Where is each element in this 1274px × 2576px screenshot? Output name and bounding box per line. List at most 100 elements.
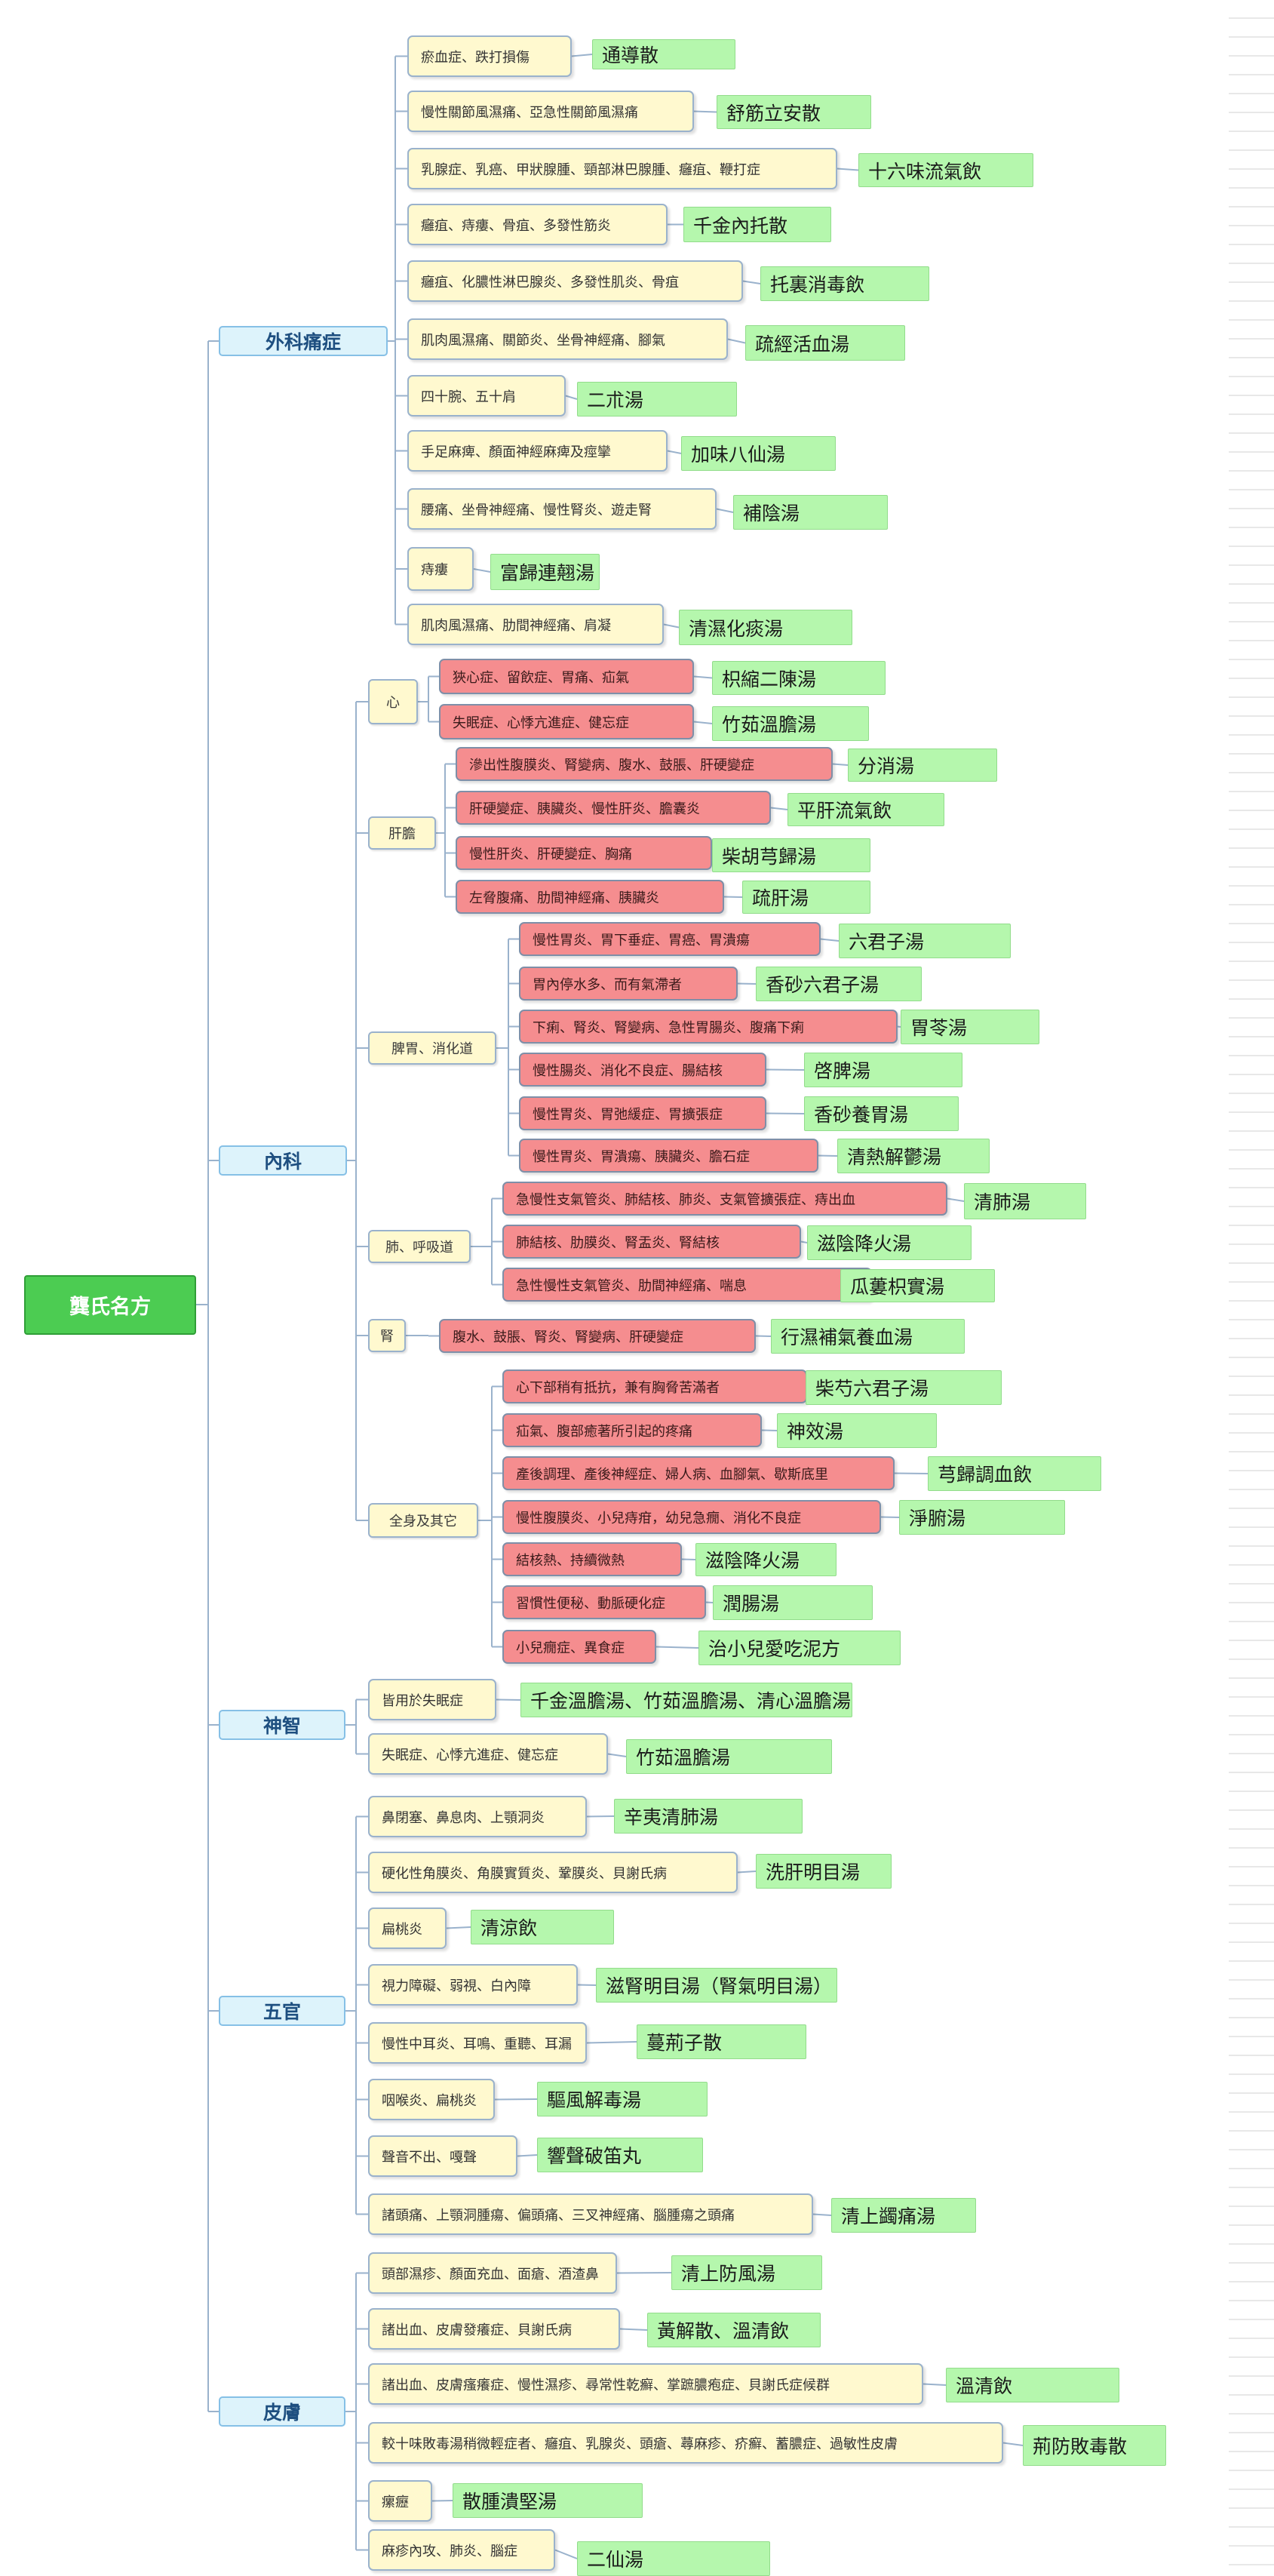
condition-box[interactable]: 癰疽、化膿性淋巴腺炎、多發性肌炎、骨疽 xyxy=(407,260,743,302)
remedy-box[interactable]: 散腫潰堅湯 xyxy=(453,2483,643,2518)
group-liver-gallbladder[interactable]: 肝膽 xyxy=(368,816,436,850)
remedy-box[interactable]: 滋腎明目湯（腎氣明目湯） xyxy=(596,1968,837,2003)
remedy-box[interactable]: 滋陰降火湯 xyxy=(807,1225,972,1260)
condition-box[interactable]: 硬化性角膜炎、角膜實質炎、鞏膜炎、貝謝氏病 xyxy=(368,1852,738,1893)
remedy-box[interactable]: 行濕補氣養血湯 xyxy=(771,1319,965,1354)
root-node[interactable]: 龔氏名方 xyxy=(24,1275,196,1335)
condition-box[interactable]: 滲出性腹膜炎、腎變病、腹水、鼓脹、肝硬變症 xyxy=(456,747,833,781)
remedy-box[interactable]: 芎歸調血飲 xyxy=(928,1456,1101,1491)
condition-box[interactable]: 習慣性便秘、動脈硬化症 xyxy=(502,1585,706,1619)
remedy-box[interactable]: 竹茹溫膽湯 xyxy=(626,1739,832,1774)
condition-box[interactable]: 麻疹內攻、肺炎、腦症 xyxy=(368,2529,555,2571)
remedy-box[interactable]: 啓脾湯 xyxy=(804,1053,962,1087)
remedy-box[interactable]: 柴胡芎歸湯 xyxy=(712,838,870,872)
remedy-box[interactable]: 十六味流氣飲 xyxy=(858,153,1033,187)
condition-box[interactable]: 視力障礙、弱視、白內障 xyxy=(368,1964,578,2006)
remedy-box[interactable]: 神效湯 xyxy=(777,1413,937,1448)
remedy-box[interactable]: 舒筋立安散 xyxy=(717,95,871,129)
condition-box[interactable]: 失眠症、心悸亢進症、健忘症 xyxy=(439,704,694,739)
remedy-box[interactable]: 滋陰降火湯 xyxy=(695,1543,837,1576)
condition-box[interactable]: 產後調理、產後神經症、婦人病、血腳氣、歇斯底里 xyxy=(502,1456,895,1490)
group-whole-body-other[interactable]: 全身及其它 xyxy=(368,1503,478,1538)
condition-box[interactable]: 失眠症、心悸亢進症、健忘症 xyxy=(368,1733,608,1775)
condition-box[interactable]: 皆用於失眠症 xyxy=(368,1679,496,1720)
condition-box[interactable]: 四十腕、五十肩 xyxy=(407,375,566,417)
remedy-box[interactable]: 洗肝明目湯 xyxy=(756,1854,892,1889)
remedy-box[interactable]: 清熱解鬱湯 xyxy=(837,1139,990,1173)
condition-box[interactable]: 急慢性支氣管炎、肺結核、肺炎、支氣管擴張症、痔出血 xyxy=(502,1182,947,1216)
remedy-box[interactable]: 黃解散、溫清飲 xyxy=(647,2313,821,2347)
condition-box[interactable]: 狹心症、留飲症、胃痛、疝氣 xyxy=(439,659,694,694)
condition-box[interactable]: 心下部稍有抵抗，兼有胸脅苦滿者 xyxy=(502,1369,807,1403)
remedy-box[interactable]: 蔓荊子散 xyxy=(637,2024,806,2059)
condition-box[interactable]: 結核熱、持續微熱 xyxy=(502,1542,682,1576)
remedy-box[interactable]: 胃苓湯 xyxy=(901,1010,1039,1044)
condition-box[interactable]: 肺結核、肋膜炎、腎盂炎、腎結核 xyxy=(502,1225,801,1259)
condition-box[interactable]: 小兒癇症、異食症 xyxy=(502,1630,656,1664)
condition-box[interactable]: 慢性腸炎、消化不良症、腸結核 xyxy=(519,1053,766,1087)
group-spleen-stomach[interactable]: 脾胃、消化道 xyxy=(368,1031,496,1065)
remedy-box[interactable]: 響聲破笛丸 xyxy=(537,2138,703,2172)
condition-box[interactable]: 慢性腹膜炎、小兒痔疳，幼兒急癇、消化不良症 xyxy=(502,1500,881,1534)
remedy-box[interactable]: 潤腸湯 xyxy=(713,1585,873,1620)
group-kidney[interactable]: 腎 xyxy=(368,1319,406,1352)
remedy-box[interactable]: 清肺湯 xyxy=(964,1183,1086,1219)
remedy-box[interactable]: 富歸連翹湯 xyxy=(490,554,600,590)
category-surgery-pain[interactable]: 外科痛症 xyxy=(219,326,388,356)
condition-box[interactable]: 慢性中耳炎、耳鳴、重聽、耳漏 xyxy=(368,2022,587,2064)
remedy-box[interactable]: 千金內托散 xyxy=(683,207,831,242)
condition-box[interactable]: 肝硬變症、胰臟炎、慢性肝炎、膽囊炎 xyxy=(456,791,771,825)
remedy-box[interactable]: 分消湯 xyxy=(848,749,997,782)
remedy-box[interactable]: 清上蠲痛湯 xyxy=(831,2198,976,2233)
condition-box[interactable]: 慢性胃炎、胃潰瘍、胰臟炎、膽石症 xyxy=(519,1139,818,1173)
remedy-box[interactable]: 治小兒愛吃泥方 xyxy=(698,1631,901,1665)
condition-box[interactable]: 鼻閉塞、鼻息肉、上顎洞炎 xyxy=(368,1796,587,1837)
condition-box[interactable]: 慢性關節風濕痛、亞急性關節風濕痛 xyxy=(407,91,694,132)
remedy-box[interactable]: 枳縮二陳湯 xyxy=(712,661,886,695)
remedy-box[interactable]: 竹茹溫膽湯 xyxy=(712,706,869,741)
remedy-box[interactable]: 溫清飲 xyxy=(946,2368,1119,2402)
group-lung-respiratory[interactable]: 肺、呼吸道 xyxy=(368,1230,471,1263)
remedy-box[interactable]: 托裏消毒飲 xyxy=(760,266,929,301)
remedy-box[interactable]: 香砂養胃湯 xyxy=(804,1096,959,1131)
remedy-box[interactable]: 疏經活血湯 xyxy=(745,325,905,361)
remedy-box[interactable]: 淨腑湯 xyxy=(899,1500,1065,1535)
condition-box[interactable]: 左脅腹痛、肋間神經痛、胰臟炎 xyxy=(456,880,724,914)
condition-box[interactable]: 諸出血、皮膚瘙癢症、慢性濕疹、尋常性乾癬、掌蹠膿疱症、貝謝氏症候群 xyxy=(368,2363,923,2405)
condition-box[interactable]: 癰疽、痔瘻、骨疽、多發性筋炎 xyxy=(407,204,668,245)
remedy-box[interactable]: 二仙湯 xyxy=(577,2541,770,2576)
condition-box[interactable]: 手足麻痺、顏面神經麻痺及痙攣 xyxy=(407,430,668,472)
condition-box[interactable]: 肌肉風濕痛、肋間神經痛、肩凝 xyxy=(407,604,664,645)
condition-box[interactable]: 聲音不出、嘎聲 xyxy=(368,2135,517,2177)
condition-box[interactable]: 慢性胃炎、胃下垂症、胃癌、胃潰瘍 xyxy=(519,922,821,956)
group-heart[interactable]: 心 xyxy=(368,679,418,724)
remedy-box[interactable]: 加味八仙湯 xyxy=(681,436,836,471)
condition-box[interactable]: 胃內停水多、而有氣滯者 xyxy=(519,967,738,1001)
condition-box[interactable]: 下痢、腎炎、腎變病、急性胃腸炎、腹痛下痢 xyxy=(519,1010,898,1044)
category-internal-medicine[interactable]: 內科 xyxy=(219,1145,347,1176)
condition-box[interactable]: 痔瘻 xyxy=(407,547,474,591)
condition-box[interactable]: 諸出血、皮膚發癢症、貝謝氏病 xyxy=(368,2308,620,2350)
remedy-box[interactable]: 辛夷清肺湯 xyxy=(614,1799,803,1834)
category-five-senses[interactable]: 五官 xyxy=(219,1996,345,2026)
remedy-box[interactable]: 清涼飲 xyxy=(471,1910,614,1944)
condition-box[interactable]: 頭部濕疹、顏面充血、面瘡、酒渣鼻 xyxy=(368,2252,617,2294)
remedy-box[interactable]: 香砂六君子湯 xyxy=(756,967,922,1001)
remedy-box[interactable]: 柴芍六君子湯 xyxy=(806,1370,1002,1405)
remedy-box[interactable]: 千金溫膽湯、竹茹溫膽湯、清心溫膽湯 xyxy=(520,1683,852,1717)
condition-box[interactable]: 疝氣、腹部癒著所引起的疼痛 xyxy=(502,1413,762,1447)
category-skin[interactable]: 皮膚 xyxy=(219,2396,345,2427)
remedy-box[interactable]: 驅風解毒湯 xyxy=(537,2082,708,2116)
condition-box[interactable]: 腰痛、坐骨神經痛、慢性腎炎、遊走腎 xyxy=(407,488,717,530)
remedy-box[interactable]: 平肝流氣飲 xyxy=(787,793,944,826)
remedy-box[interactable]: 清濕化痰湯 xyxy=(679,610,852,645)
condition-box[interactable]: 扁桃炎 xyxy=(368,1907,447,1949)
condition-box[interactable]: 咽喉炎、扁桃炎 xyxy=(368,2079,495,2120)
remedy-box[interactable]: 補陰湯 xyxy=(733,495,888,530)
condition-box[interactable]: 諸頭痛、上顎洞腫瘍、偏頭痛、三叉神經痛、腦腫瘍之頭痛 xyxy=(368,2193,813,2235)
remedy-box[interactable]: 荊防敗毒散 xyxy=(1023,2425,1166,2466)
remedy-box[interactable]: 清上防風湯 xyxy=(671,2255,822,2290)
condition-box[interactable]: 慢性肝炎、肝硬變症、胸痛 xyxy=(456,836,712,870)
condition-box[interactable]: 較十味敗毒湯稍微輕症者、癰疽、乳腺炎、頭瘡、蕁麻疹、疥癬、蓄膿症、過敏性皮膚 xyxy=(368,2422,1003,2464)
condition-box[interactable]: 腹水、鼓脹、腎炎、腎變病、肝硬變症 xyxy=(439,1319,756,1353)
